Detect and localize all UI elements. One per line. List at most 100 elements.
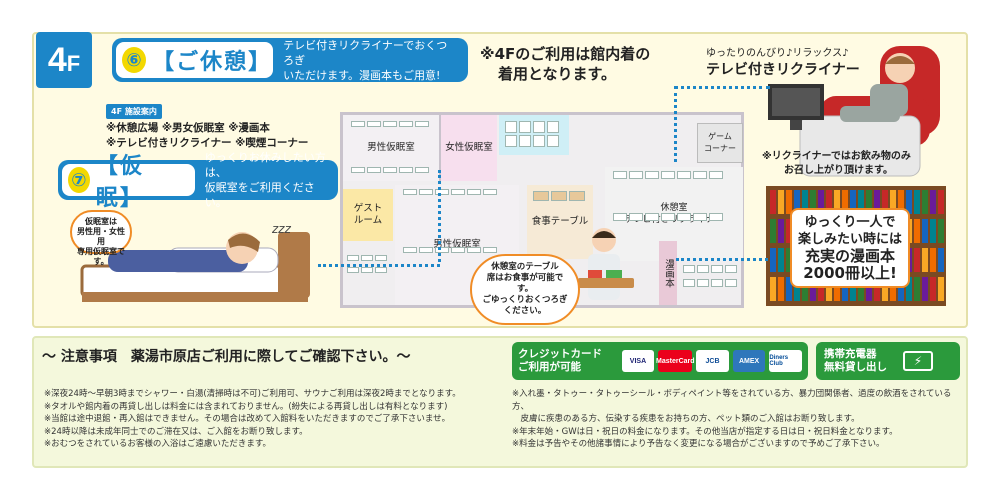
table-info-bubble: 休憩室のテーブル 席はお食事が可能です。 ごゆっくりおくつろぎ ください。 (470, 254, 580, 325)
charger-label: 携帯充電器 無料貸し出し (824, 348, 887, 374)
facility-line2: ※テレビ付きリクライナー ※喫煙コーナー (106, 137, 309, 149)
diners-card-icon: Diners Club (769, 350, 802, 372)
book-spine (802, 190, 808, 214)
book-spine (898, 190, 904, 214)
book-spine (882, 190, 888, 214)
book-spine (794, 277, 800, 301)
map-game-corner: ゲーム コーナー (697, 123, 743, 163)
dress-code-line1: ※4Fのご利用は館内着の (480, 45, 651, 63)
mastercard-icon: MasterCard (656, 350, 695, 372)
recliner-drink-note: ※リクライナーではお飲み物のみ お召し上がり頂けます。 (762, 150, 911, 178)
book-spine (786, 219, 792, 243)
book-spine (922, 277, 928, 301)
book-spine (906, 190, 912, 214)
book-spine (930, 248, 936, 272)
map-manga-shelf: 漫画本 (659, 241, 677, 305)
book-spine (882, 277, 888, 301)
nap-banner-head: ⑦ 【仮 眠】 (62, 154, 195, 211)
book-spine (890, 190, 896, 214)
recliner-caption-main: テレビ付きリクライナー (706, 62, 860, 78)
notes-left: ※深夜24時〜早朝3時までシャワー・白湯(清掃時は不可)ご利用可、サウナご利用は… (44, 388, 504, 451)
book-spine (794, 190, 800, 214)
book-spine (922, 219, 928, 243)
notice-panel (32, 336, 968, 468)
book-spine (930, 277, 936, 301)
map-recliners (613, 171, 723, 221)
book-spine (778, 248, 784, 272)
floor-number: 4 (47, 41, 67, 79)
credit-card-label: クレジットカード ご利用が可能 (518, 348, 618, 374)
manga-bubble-line1: ゆっくり一人で (804, 215, 896, 230)
book-spine (778, 219, 784, 243)
map-lockers (505, 121, 559, 147)
book-spine (898, 277, 904, 301)
manga-bubble-line2: 楽しみたい時には (798, 232, 903, 247)
floor-suffix: F (66, 51, 81, 76)
map-female-nap-room: 女性仮眠室 (441, 115, 497, 181)
manga-bubble: ゆっくり一人で 楽しみたい時には 充実の漫画本 2000冊以上! (790, 208, 911, 288)
route-line-nap-horizontal (318, 264, 440, 267)
nap-desc-line1: ゆっくりお休みしたい方は、 (204, 151, 326, 179)
map-female-nap-room-label: 女性仮眠室 (445, 142, 493, 153)
note-left-5: ※おむつをされているお客様の入浴はご遠慮いただきます。 (44, 439, 272, 449)
facility-list: 4F 施設案内 ※休憩広場 ※男女仮眠室 ※漫画本 ※テレビ付きリクライナー ※… (106, 104, 308, 151)
book-spine (842, 190, 848, 214)
dress-code-note: ※4Fのご利用は館内着の 着用となります。 (480, 44, 650, 84)
book-spine (914, 248, 920, 272)
route-line-nap-vertical (438, 170, 441, 262)
book-spine (786, 190, 792, 214)
map-beds-bottom-left (347, 255, 387, 273)
rest-desc-line2: いただけます。漫画本もご用意! (283, 68, 441, 82)
recliner-caption: ゆったりのんびり♪リラックス♪ テレビ付きリクライナー (706, 44, 860, 79)
book-spine (938, 219, 944, 243)
note-left-3: ※当館は途中退館・再入館はできません。その場合は改めて入館料をいただきますのでご… (44, 414, 451, 424)
book-spine (858, 190, 864, 214)
book-spine (818, 277, 824, 301)
book-spine (818, 190, 824, 214)
book-spine (842, 277, 848, 301)
book-spine (938, 277, 944, 301)
book-spine (938, 190, 944, 214)
drink-note-line1: ※リクライナーではお飲み物のみ (762, 151, 911, 162)
book-spine (874, 190, 880, 214)
nap-desc-line2: 仮眠室をご利用ください。 (204, 181, 315, 209)
charger-line2: 無料貸し出し (824, 361, 887, 373)
rest-number-badge: ⑥ (122, 47, 147, 73)
table-bubble-line1: 休憩室のテーブル (491, 262, 559, 272)
book-spine (810, 190, 816, 214)
book-spine (770, 277, 776, 301)
map-seats-bottom-right (683, 265, 737, 287)
credit-card-box: クレジットカード ご利用が可能 VISA MasterCard JCB AMEX… (512, 342, 808, 380)
amex-card-icon: AMEX (732, 350, 766, 372)
book-spine (930, 190, 936, 214)
nap-title: 【仮 眠】 (95, 154, 144, 211)
book-spine (914, 190, 920, 214)
charger-box: 携帯充電器 無料貸し出し ⚡ (816, 342, 960, 380)
rest-title: 【ご休憩】 (152, 50, 273, 75)
battery-charging-icon: ⚡ (903, 351, 933, 371)
drink-note-line2: お召し上がり頂けます。 (784, 165, 893, 176)
map-game-corner-label: ゲーム コーナー (704, 132, 736, 153)
note-right-4: ※料金は予告やその他諸事情により予告なく変更になる場合がございますので予めご了承… (512, 439, 885, 449)
map-male-nap-room-bottom-label: 男性仮眠室 (433, 239, 481, 250)
book-spine (826, 277, 832, 301)
recliner-illustration (768, 46, 940, 177)
rest-description: テレビ付きリクライナーでおくつろぎ いただけます。漫画本もご用意! (273, 38, 468, 83)
note-right-3: ※年末年始・GWは日・祝日の料金になります。その他当店が指定する日は日・祝日料金… (512, 426, 898, 437)
rest-desc-line1: テレビ付きリクライナーでおくつろぎ (283, 38, 448, 67)
rest-banner-head: ⑥ 【ご休憩】 (116, 42, 274, 78)
manga-bubble-line4: 2000冊以上! (803, 264, 897, 282)
map-guest-room-label: ゲスト ルーム (353, 203, 383, 226)
charger-line1: 携帯充電器 (824, 348, 877, 360)
note-left-4: ※24時以降は未成年同士でのご滞在又は、ご入館をお断り致します。 (44, 426, 308, 437)
map-dining-tables (533, 191, 585, 201)
recliner-caption-sub: ゆったりのんびり♪リラックス♪ (706, 48, 849, 59)
map-manga-label: 漫画本 (663, 258, 674, 288)
map-beds-top-left (351, 121, 429, 127)
note-left-2: ※タオルや館内着の再貸し出しは料金には含まれておりません。(紛失による再貸し出し… (44, 401, 448, 412)
map-guest-room: ゲスト ルーム (343, 189, 393, 241)
credit-label-line1: クレジットカード (518, 348, 602, 360)
notice-title: 〜 注意事項 薬湯市原店ご利用に際してご確認下さい。〜 (42, 349, 411, 365)
map-beds-top-left-2 (351, 167, 429, 173)
nap-banner: ⑦ 【仮 眠】 ゆっくりお休みしたい方は、 仮眠室をご利用ください。 (58, 151, 338, 211)
